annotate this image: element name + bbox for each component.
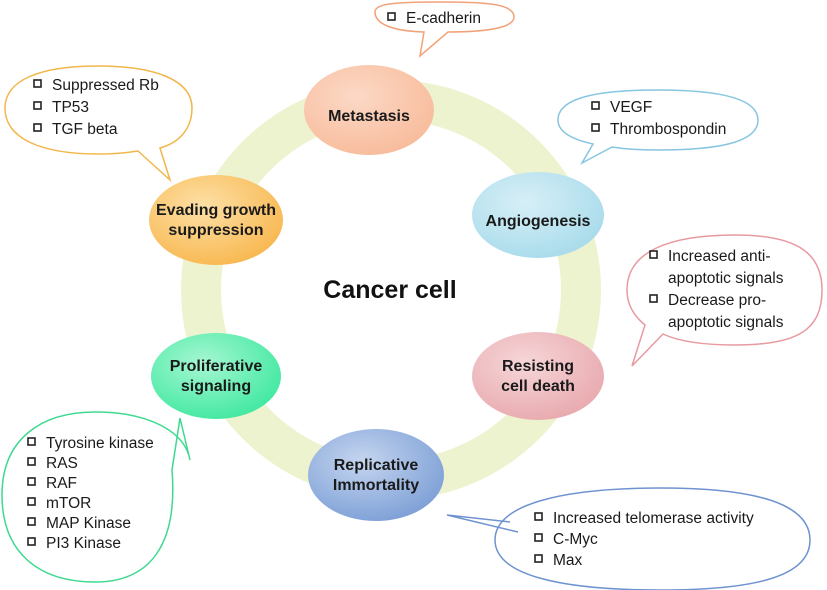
bubble-item: Suppressed Rb (52, 77, 159, 94)
bubble-shape (4, 65, 193, 183)
node-resisting-cell-death: Resisting cell death (472, 332, 604, 420)
callout-resisting-cell-death: Increased anti-apoptotic signalsDecrease… (626, 234, 823, 367)
bubble-shape (446, 487, 811, 590)
callout-angiogenesis: VEGF Thrombospondin (557, 89, 759, 165)
bullet-icon (534, 512, 543, 521)
bullet-icon (27, 537, 36, 546)
bullet-icon (591, 123, 600, 132)
bubble-item: VEGF (610, 99, 652, 116)
bubble-shape (626, 234, 823, 367)
bullet-icon (649, 294, 658, 303)
node-label: Immortality (333, 477, 419, 494)
bubble-item: apoptotic signals (668, 270, 784, 287)
bullet-icon (27, 457, 36, 466)
bullet-icon (27, 477, 36, 486)
node-evading-growth-suppression: Evading growth suppression (149, 175, 283, 265)
node-label: Evading growth (156, 202, 276, 219)
node-circle (472, 172, 604, 258)
node-label: Replicative (334, 457, 419, 474)
node-angiogenesis: Angiogenesis (472, 172, 604, 258)
node-circle (472, 332, 604, 420)
bubble-item: TP53 (52, 99, 89, 116)
bubble-shape (1, 411, 191, 583)
bullet-icon (33, 101, 42, 110)
node-label: cell death (501, 378, 575, 395)
bullet-icon (33, 123, 42, 132)
bullet-icon (534, 554, 543, 563)
bubble-item: RAF (46, 475, 77, 492)
callout-metastasis: E-cadherin (374, 1, 515, 58)
center-label: Cancer cell (323, 276, 456, 304)
node-label: suppression (168, 222, 263, 239)
node-metastasis: Metastasis (304, 65, 434, 155)
bullet-icon (387, 12, 396, 21)
bullet-icon (27, 497, 36, 506)
bullet-icon (27, 437, 36, 446)
bubble-item: C-Myc (553, 531, 598, 548)
node-label: Resisting (502, 358, 574, 375)
node-circle (308, 429, 444, 521)
bubble-item: Thrombospondin (610, 121, 726, 138)
bullet-icon (591, 101, 600, 110)
node-circle (304, 65, 434, 155)
bullet-icon (534, 533, 543, 542)
node-proliferative-signaling: Proliferative signaling (151, 333, 281, 419)
bullet-icon (33, 79, 42, 88)
bullet-icon (27, 517, 36, 526)
bubble-item: PI3 Kinase (46, 535, 121, 552)
bubble-shape (374, 1, 515, 58)
bubble-item: Max (553, 552, 583, 569)
bubble-item: Tyrosine kinase (46, 435, 154, 452)
bubble-item: Increased anti- (668, 248, 771, 265)
bubble-item: E-cadherin (406, 10, 481, 27)
node-circle (149, 175, 283, 265)
node-label: Angiogenesis (486, 213, 591, 230)
bullet-icon (649, 250, 658, 259)
bubble-item: TGF beta (52, 121, 118, 138)
node-circle (151, 333, 281, 419)
bubble-item: MAP Kinase (46, 515, 131, 532)
node-label: Proliferative (170, 358, 263, 375)
bubble-item: Decrease pro- (668, 292, 766, 309)
bubble-item: RAS (46, 455, 78, 472)
bubble-item: apoptotic signals (668, 314, 784, 331)
bubble-item: Increased telomerase activity (553, 510, 754, 527)
node-label: signaling (181, 378, 251, 395)
bubble-shape (557, 89, 759, 165)
bubble-item: mTOR (46, 495, 91, 512)
node-label: Metastasis (328, 108, 410, 125)
